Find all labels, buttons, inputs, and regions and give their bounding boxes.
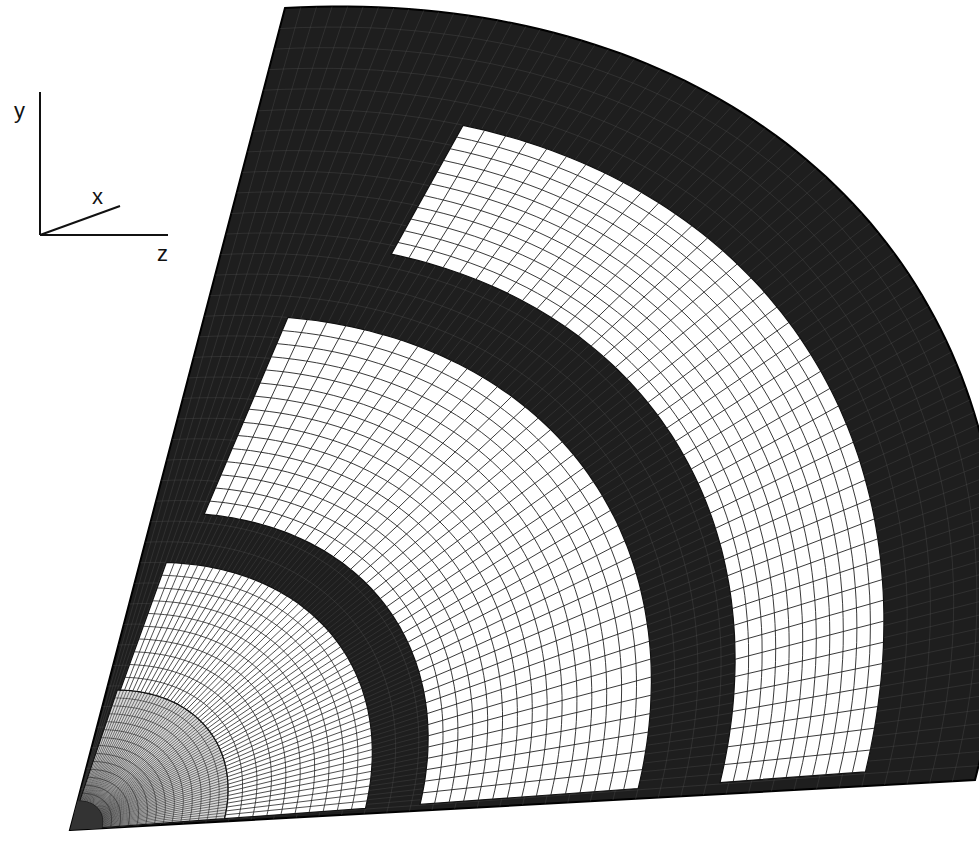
mesh-group [70,7,979,831]
mesh-grid-lines [398,130,884,781]
y-axis-line [39,92,41,235]
z-axis-line [40,234,168,236]
mesh-band [120,563,372,819]
mesh-band [204,317,651,804]
mesh-band [391,125,884,782]
dense-mesh-lines [75,7,979,829]
sector-outline [70,7,979,831]
mesh-grid-lines [210,319,652,803]
axis-label: z [157,243,168,265]
axis-label: y [14,100,25,122]
mesh-grid-lines [125,563,373,818]
x-axis-line [40,206,120,235]
axis-label: x [92,186,103,208]
axis-triad [40,92,168,235]
mesh-core [70,801,103,830]
